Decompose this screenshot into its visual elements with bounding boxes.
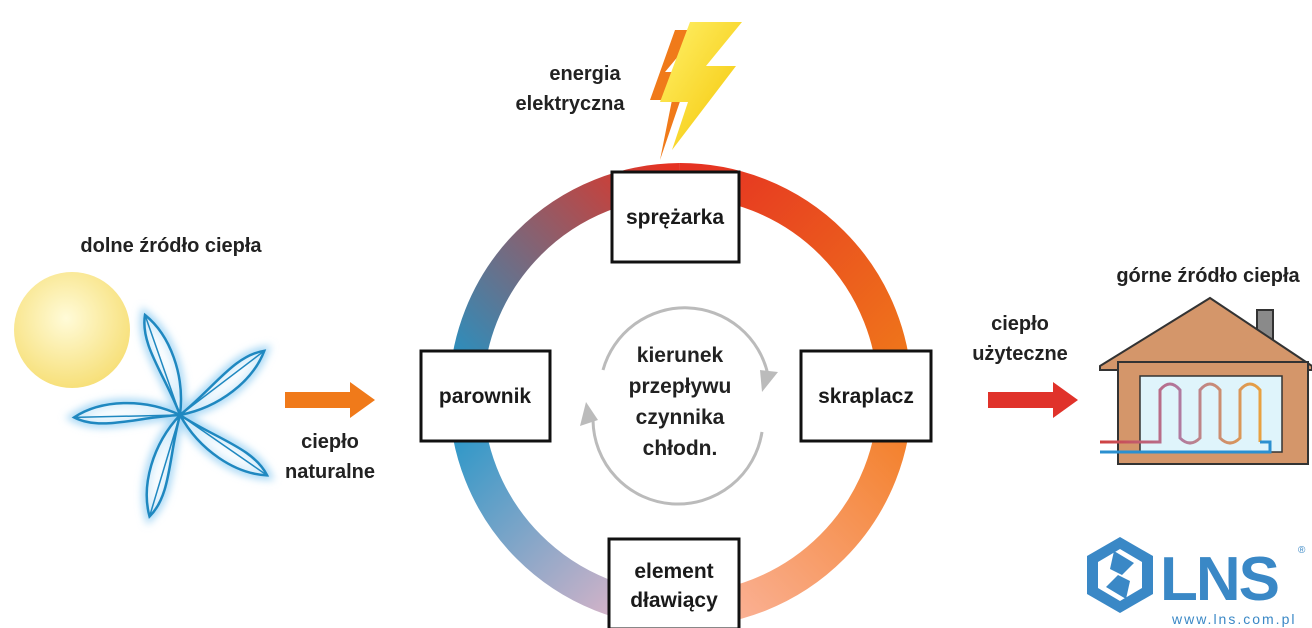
useful-heat-arrow-icon <box>988 382 1078 418</box>
condenser-label: skraplacz <box>818 385 914 408</box>
throttle-label-line1: element <box>634 560 713 583</box>
compressor-label: sprężarka <box>626 206 724 229</box>
lns-logo-icon: LNS ® www.lns.com.pl <box>1087 537 1306 627</box>
evaporator-box: parownik <box>419 349 552 443</box>
sun-icon <box>14 272 130 388</box>
low-source-title: dolne źródło ciepła <box>80 235 262 257</box>
compressor-box: sprężarka <box>610 170 741 264</box>
useful-heat-label-line2: użyteczne <box>972 343 1068 365</box>
natural-heat-label-line1: ciepło <box>301 431 359 453</box>
throttle-box: element dławiący <box>607 537 741 628</box>
center-label-line2: przepływu <box>629 375 732 398</box>
logo-registered-mark: ® <box>1298 545 1306 556</box>
condenser-box: skraplacz <box>799 349 933 443</box>
circulation-arrows-icon <box>580 306 778 506</box>
evaporator-label: parownik <box>439 385 532 408</box>
center-label-line3: czynnika <box>636 406 725 429</box>
natural-heat-label-line2: naturalne <box>285 461 375 483</box>
center-label-line1: kierunek <box>637 344 724 367</box>
natural-heat-arrow-icon <box>285 382 375 418</box>
logo-text: LNS <box>1160 545 1278 614</box>
house-icon <box>1099 296 1312 465</box>
center-label-line4: chłodn. <box>643 437 718 460</box>
throttle-label-line2: dławiący <box>630 589 718 612</box>
wind-turbine-icon <box>65 306 275 526</box>
useful-heat-label-line1: ciepło <box>991 313 1049 335</box>
energy-label-line2: elektryczna <box>516 93 626 115</box>
energy-label-line1: energia <box>549 63 621 85</box>
upper-source-title: górne źródło ciepła <box>1116 265 1300 287</box>
logo-url: www.lns.com.pl <box>1171 611 1296 627</box>
lightning-icon <box>650 22 742 160</box>
